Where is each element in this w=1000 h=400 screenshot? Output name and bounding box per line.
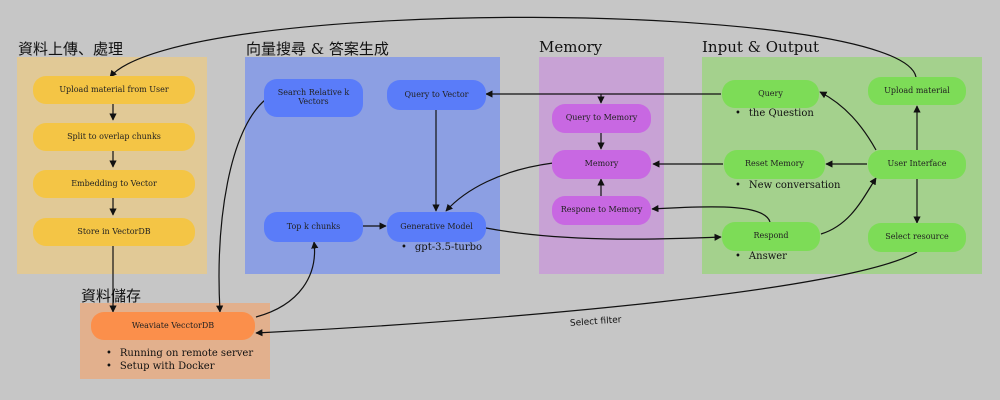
node-query-to-vector[interactable]: Query to Vector (387, 80, 486, 110)
node-memory[interactable]: Memory (552, 150, 651, 179)
node-response-to-memory[interactable]: Respone to Memory (552, 196, 651, 225)
edge-ui-to-query (819, 91, 877, 151)
node-upload-material-from-user[interactable]: Upload material from User (33, 76, 195, 104)
note-query: the Question (735, 108, 814, 119)
node-search-relative[interactable]: Search Relative k Vectors (264, 79, 363, 117)
node-query[interactable]: Query (722, 80, 819, 108)
node-upload-material[interactable]: Upload material (868, 77, 966, 105)
edge-search-to-db (216, 99, 266, 313)
node-generative-model[interactable]: Generative Model (387, 212, 486, 242)
edge-model-to-respond (485, 227, 722, 241)
node-reset-memory[interactable]: Reset Memory (724, 150, 825, 179)
node-split-chunks[interactable]: Split to overlap chunks (33, 123, 195, 151)
edge-upload-to-pipeline (109, 16, 917, 78)
edge-db-to-topk (255, 241, 319, 318)
edge-select-to-db (255, 251, 918, 337)
node-respond[interactable]: Respond (722, 222, 820, 251)
node-query-to-memory[interactable]: Query to Memory (552, 104, 651, 133)
note-reset: New conversation (735, 180, 841, 191)
node-embedding[interactable]: Embedding to Vector (33, 170, 195, 198)
node-user-interface[interactable]: User Interface (868, 150, 966, 179)
node-weaviate-db[interactable]: Weaviate VecctorDB (91, 312, 255, 340)
panel-title-io: Input & Output (702, 38, 820, 56)
node-select-resource[interactable]: Select resource (868, 223, 966, 252)
node-top-k-chunks[interactable]: Top k chunks (264, 212, 363, 242)
edge-respond-to-ui (820, 177, 877, 235)
panel-title-search: 向量搜尋 & 答案生成 (246, 40, 389, 58)
panel-title-memory: Memory (539, 38, 603, 56)
node-store-vectordb[interactable]: Store in VectorDB (33, 218, 195, 246)
note-db-running: Running on remote server (106, 348, 253, 359)
note-db-setup: Setup with Docker (106, 361, 215, 372)
edge-memory-to-model (445, 162, 554, 212)
panel-title-storage: 資料儲存 (81, 287, 142, 305)
edge-respond-to-rmemory (651, 205, 771, 223)
note-model: gpt-3.5-turbo (401, 242, 482, 253)
panel-title-upload: 資料上傳、處理 (18, 40, 124, 58)
note-respond: Answer (735, 251, 787, 262)
